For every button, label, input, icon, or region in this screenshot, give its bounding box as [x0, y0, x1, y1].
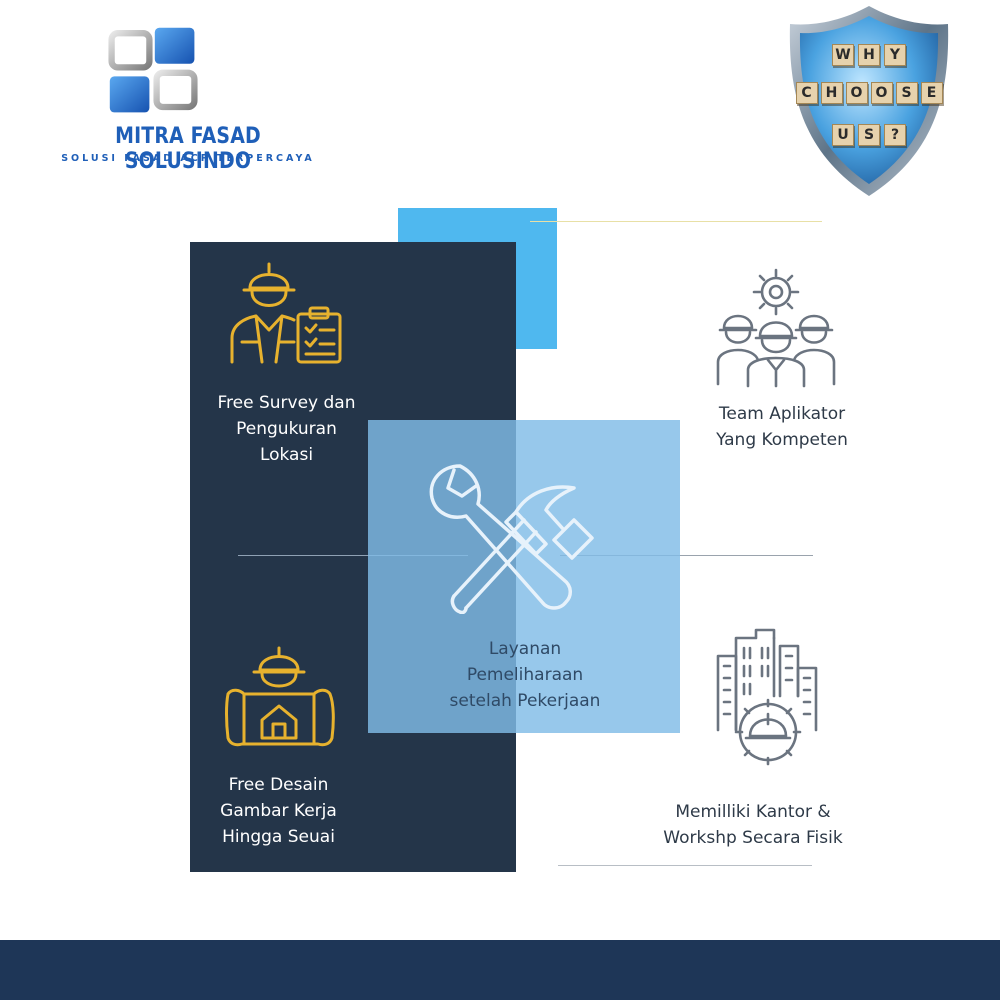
- feature-team-line: Yang Kompeten: [716, 430, 848, 450]
- feature-survey-line: Pengukuran: [236, 419, 337, 439]
- divider-line: [560, 555, 813, 556]
- letter-tile: ?: [884, 124, 906, 146]
- letter-tile: O: [870, 82, 893, 104]
- feature-team: Team Aplikator Yang Kompeten: [682, 401, 882, 453]
- badge-row-2: C H O O S E: [788, 82, 950, 104]
- brand-tagline: SOLUSI FASAD ACP TERPERCAYA: [61, 153, 315, 164]
- divider-line: [238, 555, 468, 556]
- worker-blueprint-icon: [225, 646, 335, 747]
- feature-service-line: Pemeliharaan: [466, 665, 584, 685]
- feature-design-line: Gambar Kerja: [220, 801, 337, 821]
- feature-design: Free Desain Gambar Kerja Hingga Seuai: [182, 772, 375, 850]
- surveyor-clipboard-icon: [230, 262, 342, 364]
- divider-line: [558, 865, 812, 866]
- feature-service: Layanan Pemeliharaan setelah Pekerjaan: [414, 636, 636, 714]
- team-gear-icon: [716, 268, 836, 388]
- brand-logo: MITRA FASAD SOLUSINDO SOLUSI FASAD ACP T…: [61, 20, 312, 174]
- wrench-hammer-icon: [429, 464, 594, 614]
- letter-tile: C: [795, 82, 818, 104]
- letter-tile: S: [895, 82, 918, 104]
- badge-row-1: W H Y: [788, 44, 950, 66]
- feature-team-line: Team Aplikator: [718, 404, 846, 424]
- feature-office-line: Memilliki Kantor &: [675, 802, 831, 822]
- building-helmet-icon: [716, 628, 818, 766]
- feature-service-line: setelah Pekerjaan: [449, 691, 601, 711]
- letter-tile: E: [920, 82, 943, 104]
- feature-survey-line: Free Survey dan: [217, 393, 356, 413]
- feature-service-line: Layanan: [488, 639, 562, 659]
- feature-survey: Free Survey dan Pengukuran Lokasi: [190, 390, 383, 468]
- letter-tile: U: [832, 124, 854, 146]
- divider-line: [530, 221, 822, 222]
- feature-survey-line: Lokasi: [259, 445, 314, 465]
- letter-tile: O: [845, 82, 868, 104]
- brand-name: MITRA FASAD SOLUSINDO: [115, 124, 261, 174]
- letter-tile: H: [858, 44, 880, 66]
- letter-tile: Y: [884, 44, 906, 66]
- logo-squares-icon: [108, 27, 198, 113]
- letter-tile: S: [858, 124, 880, 146]
- feature-design-line: Free Desain: [228, 775, 329, 795]
- badge-row-3: U S ?: [788, 124, 950, 146]
- center-service-block: [368, 420, 680, 733]
- letter-tile: H: [820, 82, 843, 104]
- footer-bar: [0, 940, 1000, 1000]
- feature-office-line: Workshp Secara Fisik: [663, 828, 843, 848]
- letter-tile: W: [832, 44, 854, 66]
- feature-design-line: Hingga Seuai: [222, 827, 335, 847]
- why-choose-us-badge: W H Y C H O O S E U S ?: [788, 4, 950, 198]
- feature-office: Memilliki Kantor & Workshp Secara Fisik: [640, 799, 866, 851]
